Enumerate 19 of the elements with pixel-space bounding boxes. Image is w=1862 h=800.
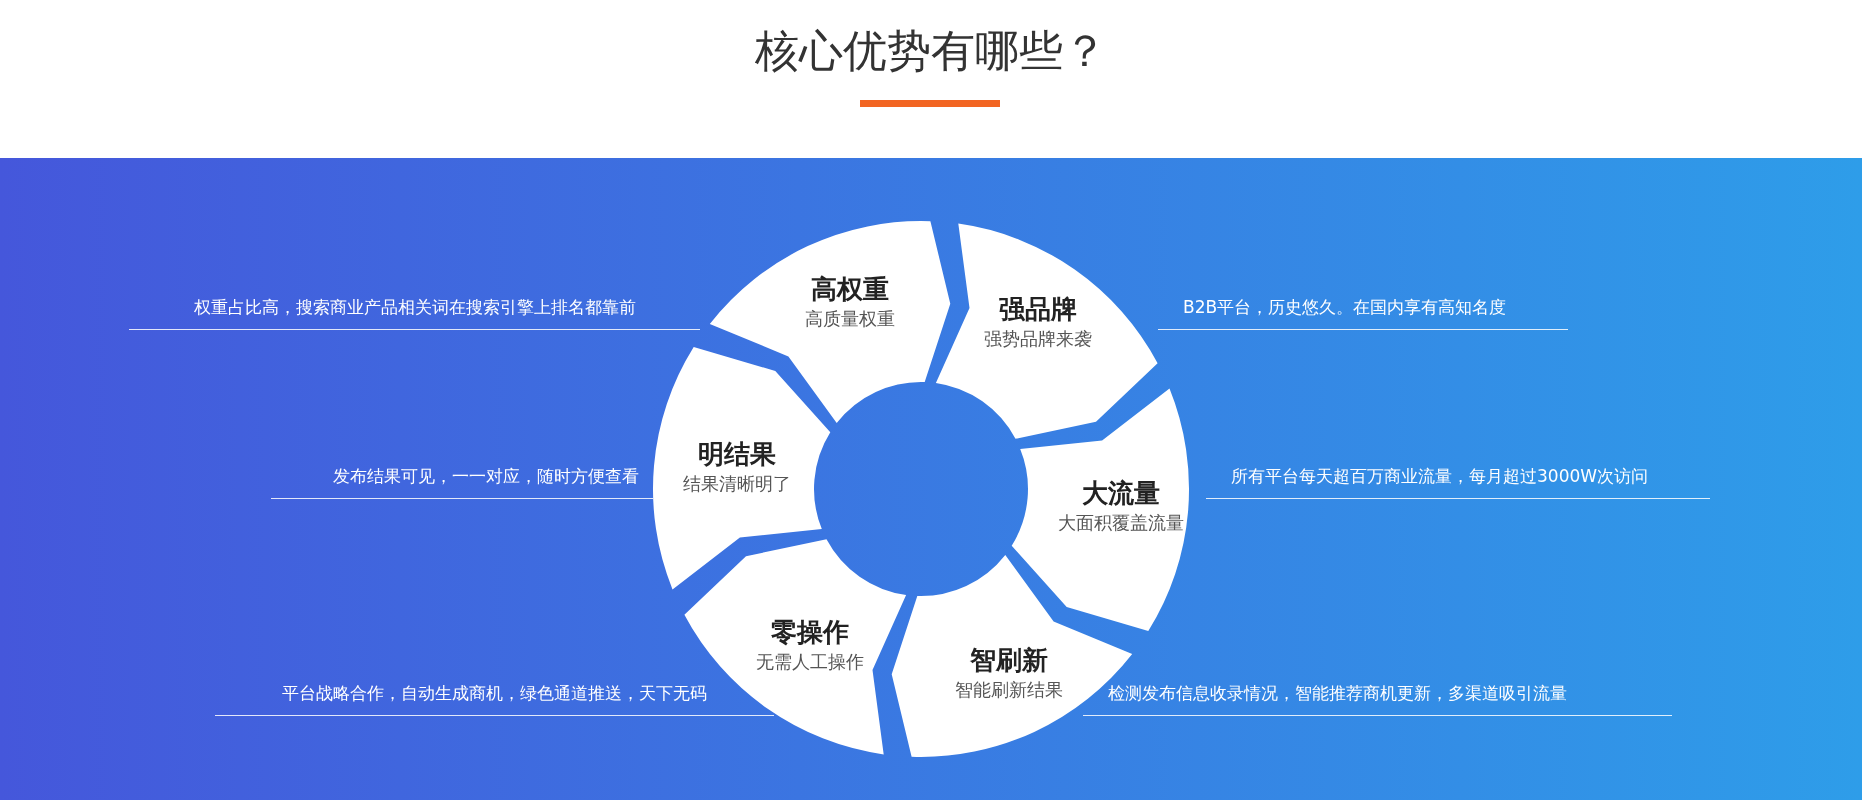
description-text: 平台战略合作，自动生成商机，绿色通道推送，天下无码 [215,682,774,716]
segment-heading: 强品牌 [998,293,1078,326]
description-text: 检测发布信息收录情况，智能推荐商机更新，多渠道吸引流量 [1083,682,1672,716]
segment-subtitle: 高质量权重 [805,307,895,331]
description-text: 发布结果可见，一一对应，随时方便查看 [271,465,653,499]
page-title: 核心优势有哪些？ [754,24,1108,78]
segment-subtitle: 强势品牌来袭 [984,327,1092,351]
segment-subtitle: 结果清晰明了 [683,472,791,496]
segment-heading: 智刷新 [969,644,1049,677]
segment-subtitle: 大面积覆盖流量 [1058,511,1184,535]
segment-heading: 零操作 [770,616,850,649]
segment-heading: 明结果 [697,438,777,471]
description-text: B2B平台，历史悠久。在国内享有高知名度 [1158,296,1568,330]
segment-heading: 大流量 [1081,477,1161,510]
segment-subtitle: 无需人工操作 [756,650,864,674]
description-text: 所有平台每天超百万商业流量，每月超过3000W次访问 [1206,465,1710,499]
segment-heading: 高权重 [810,273,890,306]
description-text: 权重占比高，搜索商业产品相关词在搜索引擎上排名都靠前 [129,296,700,330]
segment-subtitle: 智能刷新结果 [955,678,1063,702]
